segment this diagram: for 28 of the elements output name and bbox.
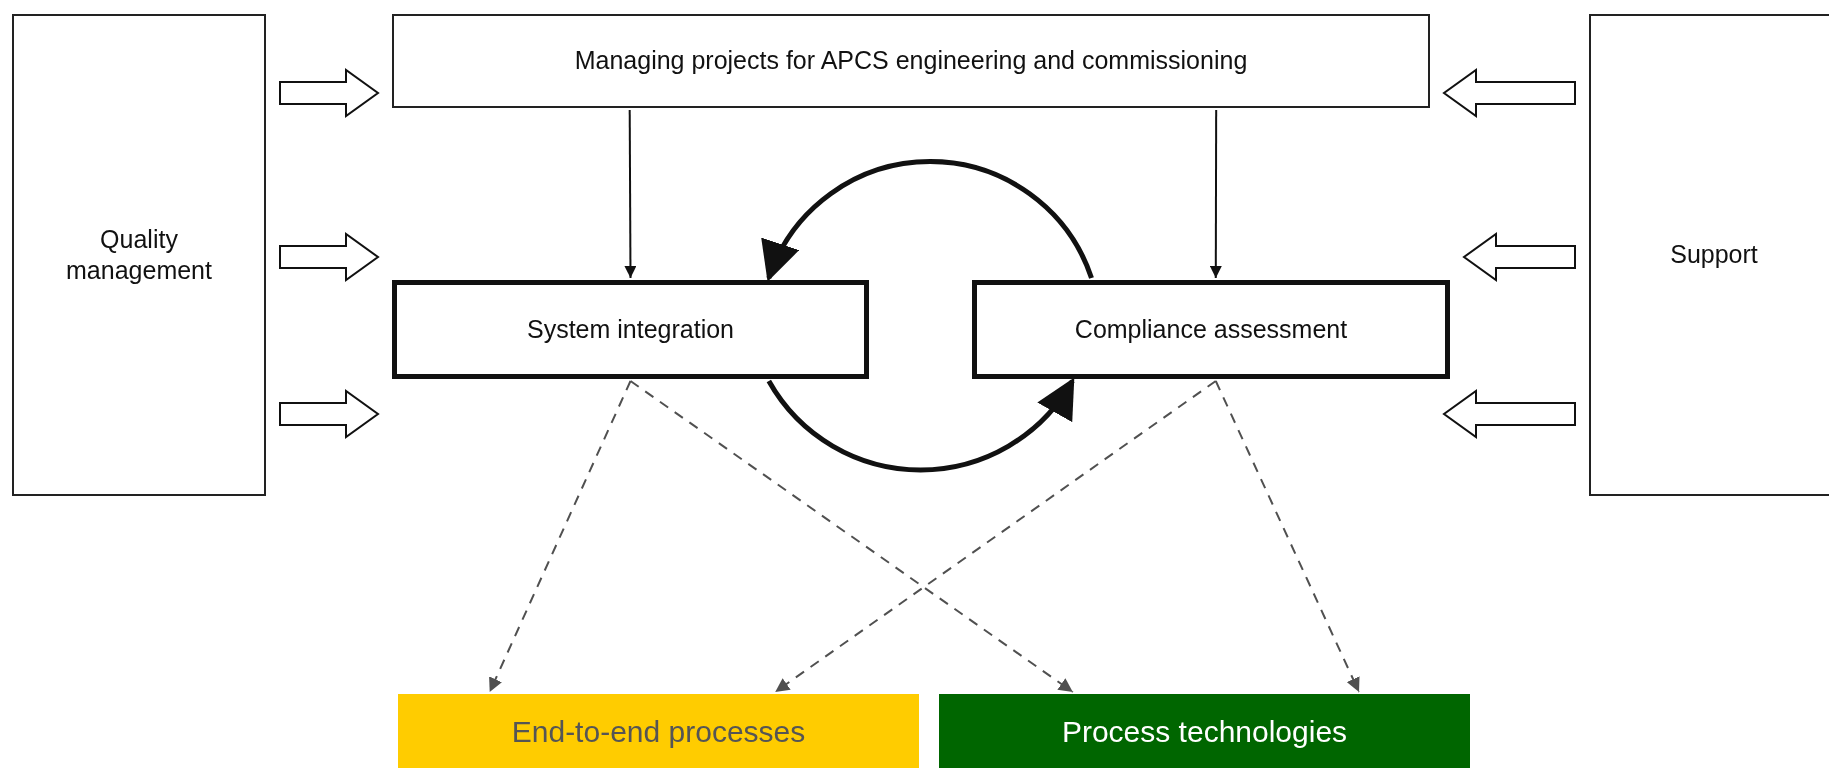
box-label: Compliance assessment — [1074, 313, 1348, 345]
process-box — [972, 280, 1450, 379]
arrow — [1209, 109, 1222, 279]
dashed-arrow — [488, 380, 632, 693]
box-label: Quality management — [65, 223, 213, 286]
arrow — [624, 109, 637, 279]
process-box — [392, 14, 1430, 108]
box-label: Support — [1670, 239, 1758, 271]
block-arrow — [279, 389, 380, 439]
category-box — [398, 694, 919, 768]
dashed-arrow — [629, 380, 1074, 693]
dashed-arrow — [1214, 380, 1360, 693]
box-label: Process technologies — [1061, 713, 1348, 750]
block-arrow — [279, 68, 380, 118]
box-label: System integration — [526, 313, 734, 345]
category-box — [939, 694, 1470, 768]
cycle-arrow — [763, 159, 1094, 282]
cycle-arrow — [766, 377, 1075, 473]
block-arrow — [1462, 232, 1576, 282]
box-label: Managing projects for APCS engineering and commissioning — [574, 45, 1248, 77]
side-box — [1589, 14, 1829, 496]
dashed-arrow — [774, 380, 1217, 693]
process-box — [392, 280, 869, 379]
side-box — [12, 14, 266, 496]
block-arrow — [279, 232, 380, 282]
block-arrow — [1442, 68, 1576, 118]
block-arrow — [1442, 389, 1576, 439]
box-label: End-to-end processes — [511, 713, 806, 750]
